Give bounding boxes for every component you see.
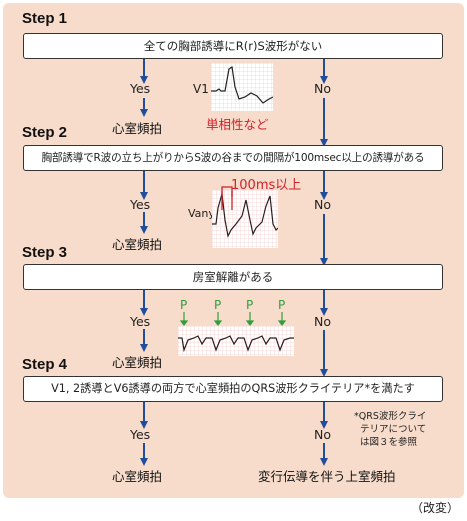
source-note: （改変） [410,501,459,515]
p-wave-3: P [246,298,254,312]
lead-v1-text: V1 [193,82,209,96]
step-2-label: Step 2 [22,124,68,141]
step-2-criterion-box: 胸部誘導でR波の立ち上がりからS波の谷までの間隔が100msec以上の誘導がある [23,145,443,171]
footnote-line-2: テリアについて [360,424,427,435]
interval-note: 100ms以上 [231,178,302,193]
footnote-line-3: は図３を参照 [360,437,418,448]
step-3-criterion-box: 房室解離がある [23,264,443,290]
ecg-av-dissociation [178,326,294,356]
ecg-v1-monophasic [211,63,273,111]
result-svt-aberrant: 変行伝導を伴う上室頻拍 [258,469,396,484]
no-label-4: No [314,427,331,442]
yes-label-2: Yes [130,197,151,212]
step-4-criterion-box: V1, 2誘導とV6誘導の両方で心室頻拍のQRS波形クライテリア*を満たす [23,376,443,402]
step-4-label: Step 4 [22,356,68,373]
p-wave-1: P [180,298,188,312]
monophasic-note: 単相性など [206,117,269,132]
yes-label-3: Yes [130,314,151,329]
no-label-3: No [314,314,331,329]
yes-label-1: Yes [130,81,151,96]
step-3-label: Step 3 [22,244,68,261]
p-wave-2: P [214,298,222,312]
no-label-2: No [314,197,331,212]
footnote-line-1: *QRS波形クライ [354,411,427,422]
yes-label-4: Yes [130,427,151,442]
ecg-lead-v1-label: V1 [193,82,209,96]
ecg-vany-interval [212,190,278,248]
step-1-criterion-box: 全ての胸部誘導にR(r)S波形がない [23,33,443,59]
result-vt-2: 心室頻拍 [112,237,163,252]
result-vt-4: 心室頻拍 [112,469,163,484]
no-label-1: No [314,81,331,96]
result-vt-1: 心室頻拍 [112,121,163,136]
lead-vany-text: Vany [188,207,215,220]
result-vt-3: 心室頻拍 [112,355,163,370]
p-wave-arrows [179,312,287,326]
ecg-lead-vany-label: Vany [188,207,215,220]
p-wave-4: P [278,298,286,312]
step-1-label: Step 1 [22,10,68,27]
interval-bracket [221,186,233,197]
